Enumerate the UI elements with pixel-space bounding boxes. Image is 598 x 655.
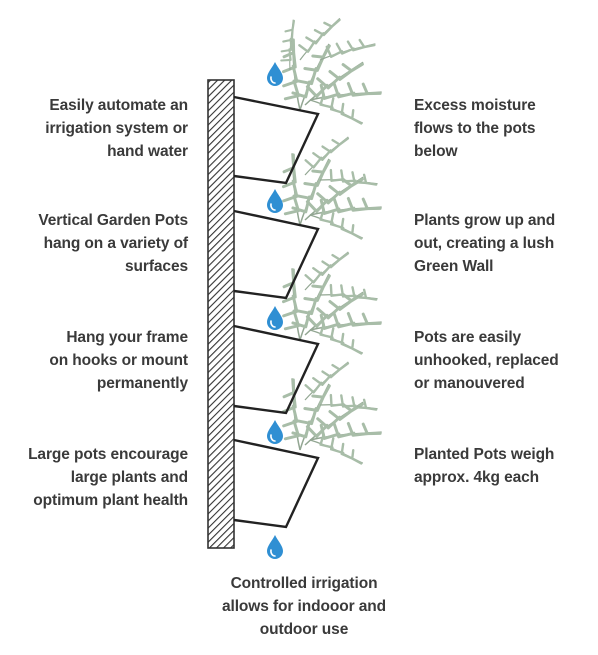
water-drop-icon xyxy=(266,61,284,87)
pot xyxy=(233,438,320,529)
wall-frame xyxy=(207,79,235,549)
water-drop-icon xyxy=(266,188,284,214)
water-drop-icon xyxy=(266,305,284,331)
fern-plant-icon xyxy=(256,126,384,248)
pot xyxy=(233,209,320,300)
fern-plant-icon xyxy=(256,241,384,363)
pot xyxy=(233,95,320,185)
pot xyxy=(233,324,320,415)
water-drop-icon xyxy=(266,534,284,560)
water-drop-icon xyxy=(266,419,284,445)
